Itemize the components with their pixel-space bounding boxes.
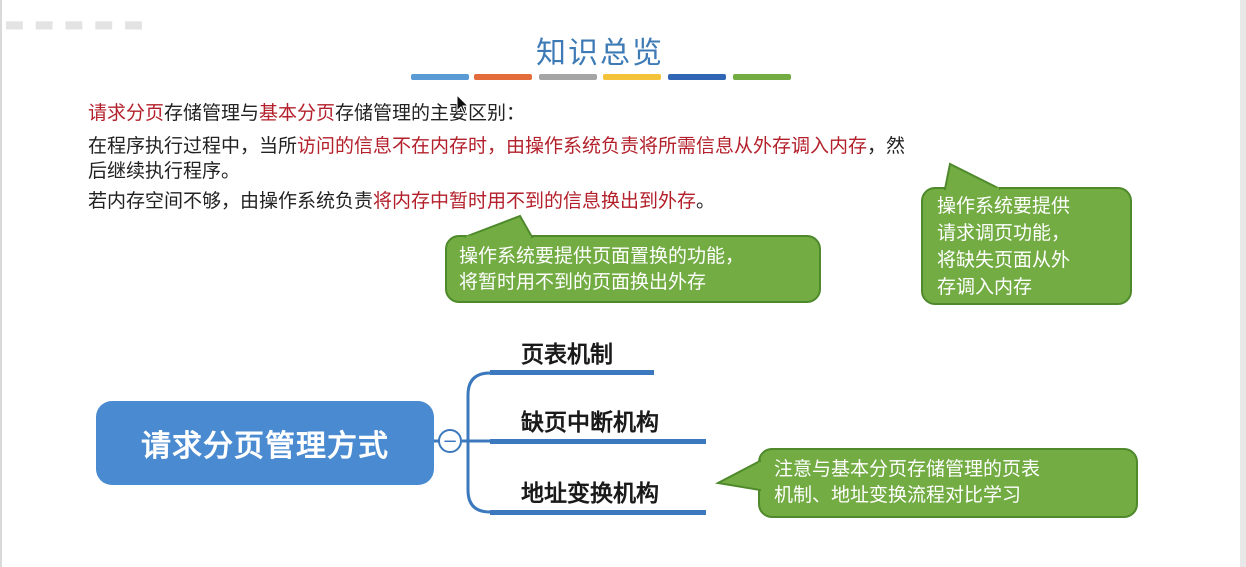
- callout-compare-note: 注意与基本分页存储管理的页表 机制、地址变换流程对比学习: [758, 448, 1138, 518]
- comparison-line-3: 后继续执行程序。: [88, 159, 240, 184]
- color-bar-segment: [474, 74, 532, 80]
- callout-line: 注意与基本分页存储管理的页表: [774, 458, 1041, 480]
- callout-line: 存调入内存: [937, 276, 1033, 298]
- slide-title: 知识总览: [536, 36, 664, 71]
- color-bar-segment: [668, 74, 726, 80]
- collapse-toggle[interactable]: −: [438, 429, 462, 453]
- highlight-text: 将内存中暂时用不到的信息换出到外存: [373, 190, 697, 212]
- body-text: 后继续执行程序。: [88, 160, 241, 182]
- body-text: 存储管理的主要区别：: [335, 102, 526, 124]
- color-bar-segment: [539, 74, 597, 80]
- callout-page-request: 操作系统要提供 请求调页功能， 将缺失页面从外 存调入内存: [921, 187, 1132, 305]
- color-bar-segment: [411, 74, 469, 80]
- color-bar-segment: [603, 74, 661, 80]
- callout-line: 将缺失页面从外: [937, 249, 1071, 271]
- color-bar-segment: [733, 74, 791, 80]
- branch-underline: [490, 370, 654, 375]
- mindmap-root[interactable]: 请求分页管理方式: [96, 401, 434, 485]
- body-text: 。: [696, 190, 716, 212]
- highlight-text: 基本分页: [259, 102, 336, 124]
- callout-page-replacement: 操作系统要提供页面置换的功能， 将暂时用不到的页面换出外存: [445, 235, 821, 303]
- callout-line: 操作系统要提供: [937, 195, 1071, 217]
- body-text: 存储管理与: [164, 102, 260, 124]
- comparison-heading: 请求分页存储管理与基本分页存储管理的主要区别：: [88, 101, 525, 126]
- watermark: ▬ ▬ ▬ ▬ ▬: [4, 12, 145, 37]
- branch-underline: [490, 510, 706, 515]
- right-scrollbar[interactable]: [1240, 0, 1246, 567]
- callout-line: 请求调页功能，: [937, 222, 1071, 244]
- comparison-line-4: 若内存空间不够，由操作系统负责将内存中暂时用不到的信息换出到外存。: [88, 189, 715, 214]
- body-text: 在程序执行过程中，当所: [88, 135, 298, 157]
- callout-line: 将暂时用不到的页面换出外存: [459, 271, 707, 293]
- body-text: 若内存空间不够，由操作系统负责: [88, 190, 374, 212]
- branch-underline: [490, 439, 706, 444]
- comparison-line-2: 在程序执行过程中，当所访问的信息不在内存时，由操作系统负责将所需信息从外存调入内…: [88, 134, 905, 159]
- branch-page-fault[interactable]: 缺页中断机构: [521, 410, 659, 436]
- branch-address-translation[interactable]: 地址变换机构: [521, 481, 659, 507]
- branch-page-table[interactable]: 页表机制: [521, 342, 613, 368]
- left-edge: [0, 0, 2, 567]
- body-text: ，然: [867, 135, 906, 157]
- callout-line: 机制、地址变换流程对比学习: [774, 484, 1022, 506]
- highlight-text: 访问的信息不在内存时，由操作系统负责将所需信息从外存调入内存: [297, 135, 868, 157]
- callout-line: 操作系统要提供页面置换的功能，: [459, 245, 745, 267]
- highlight-text: 请求分页: [88, 102, 165, 124]
